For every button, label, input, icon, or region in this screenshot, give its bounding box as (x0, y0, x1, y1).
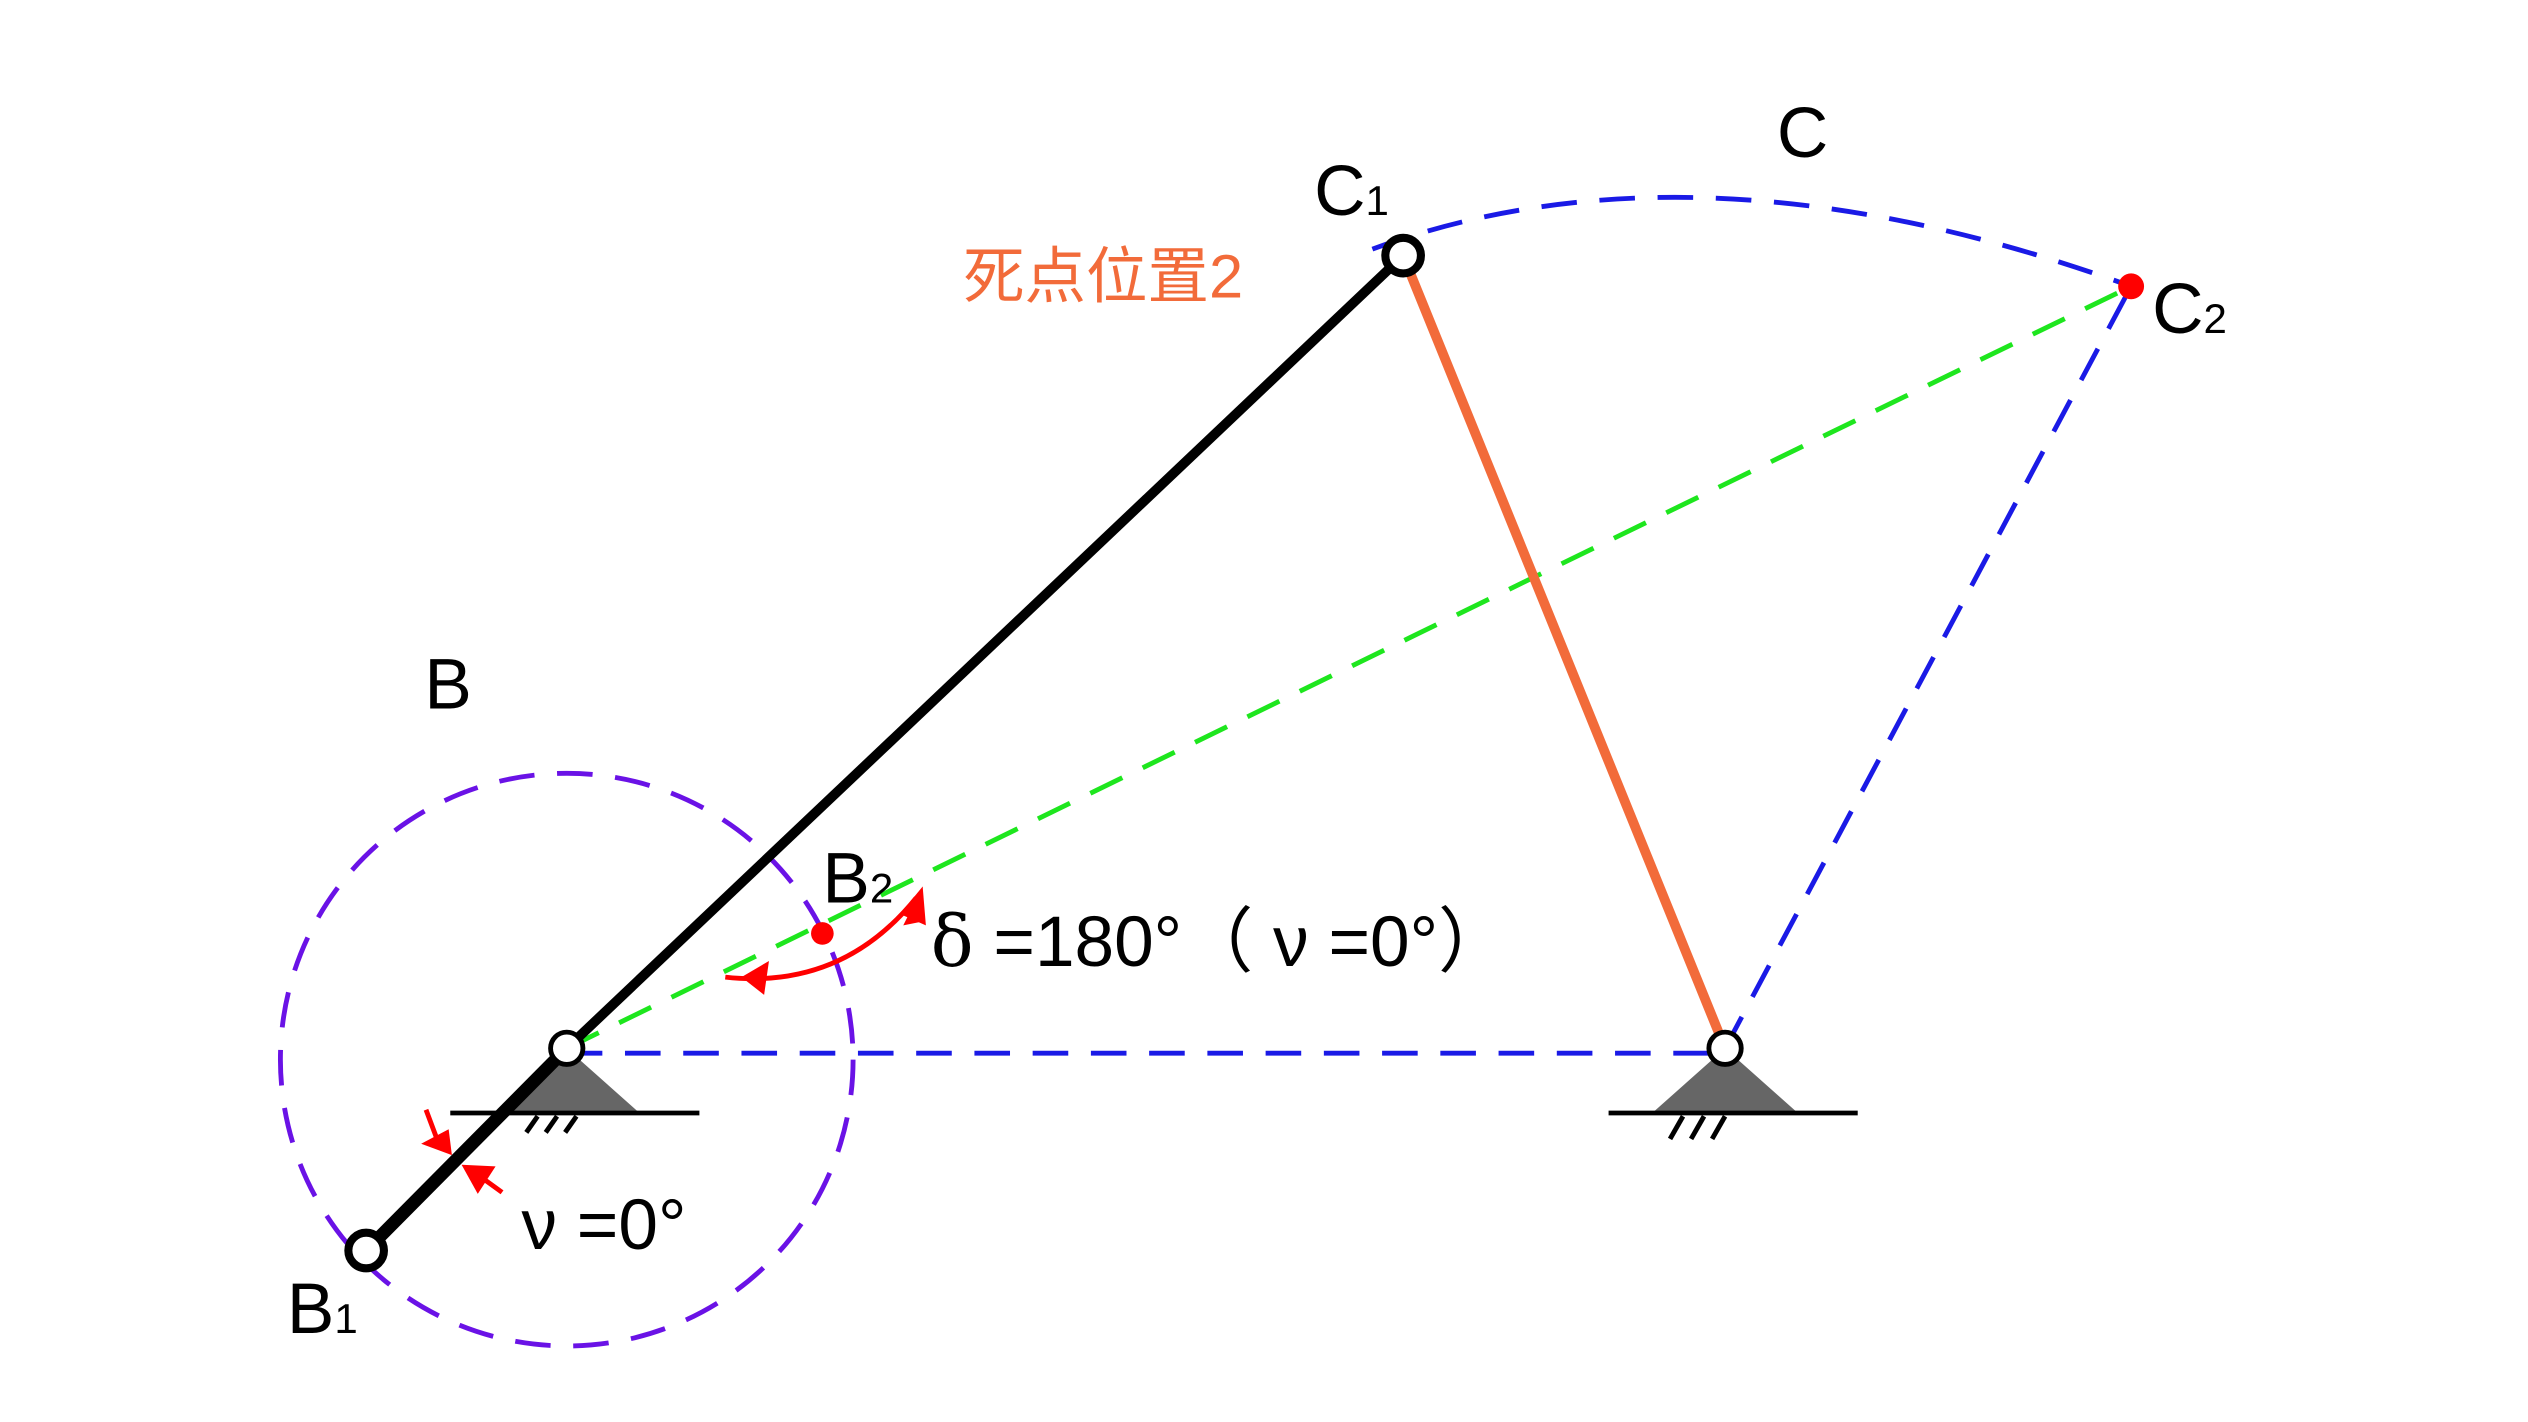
label-c1: C1 (1314, 152, 1389, 231)
dead-point-label: 死点位置2 (963, 243, 1243, 312)
c-arc-path (1371, 194, 2132, 289)
joint-c1 (1381, 233, 1425, 278)
delta-angle-arrow (725, 886, 926, 995)
label-b: B (424, 646, 471, 725)
nu-angle-label: ν =0° (521, 1186, 686, 1265)
crank-circle-path (277, 770, 856, 1349)
joint-b1 (344, 1228, 388, 1273)
label-c2: C2 (2152, 270, 2227, 349)
label-b2: B2 (822, 840, 893, 919)
label-c: C (1777, 94, 1828, 173)
label-b1: B1 (287, 1270, 358, 1349)
ground-support-a (450, 1048, 700, 1134)
coupler-link (563, 252, 1407, 1052)
ground-support-d (1608, 1048, 1858, 1141)
delta-angle-label: δ =180°（ ν =0°） (931, 900, 1510, 983)
point-c2 (2118, 273, 2145, 300)
rocker-c2-line (1722, 285, 2134, 1050)
joint-a (548, 1029, 586, 1067)
crank-link (361, 1043, 572, 1256)
nu-angle-arrows (421, 1108, 504, 1195)
joint-d (1706, 1029, 1744, 1067)
rocker-link (1398, 253, 1730, 1051)
point-b2 (811, 922, 834, 945)
